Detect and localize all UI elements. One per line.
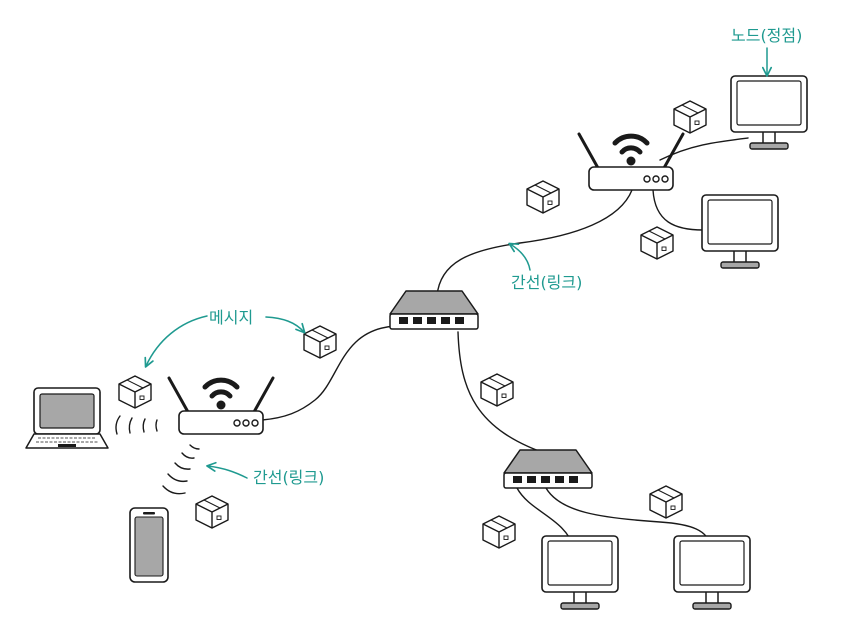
arrow-icon (206, 461, 248, 479)
packet-box-icon (480, 373, 514, 407)
monitor-icon (541, 535, 619, 610)
link-switch1-router-top (436, 189, 633, 297)
packet-box-icon (195, 495, 229, 529)
wifi-router-icon (579, 134, 683, 190)
wifi-signal-icon (115, 415, 158, 435)
link-switch1-router-left (261, 325, 396, 421)
smartphone-icon (129, 507, 169, 583)
network-switch-icon (503, 449, 593, 489)
wifi-router-icon (169, 378, 273, 434)
link-label-top: 간선(링크) (511, 273, 583, 292)
node-label: 노드(정점) (731, 26, 803, 45)
arrow-icon (508, 242, 531, 271)
packet-box-icon (482, 515, 516, 549)
message-label: 메시지 (209, 308, 254, 327)
arrow-icon (265, 316, 306, 334)
wifi-signal-icon (162, 444, 200, 495)
monitor-icon (701, 194, 779, 269)
link-router-top-monitor-2 (652, 189, 704, 231)
monitor-icon (673, 535, 751, 610)
link-switch1-switch2 (457, 331, 551, 456)
link-switch2-monitor-right (545, 487, 711, 549)
arrow-icon (144, 315, 208, 368)
laptop-icon (25, 387, 109, 449)
packet-box-icon (640, 226, 674, 260)
network-switch-icon (389, 290, 479, 330)
link-router-top-monitor-1 (659, 137, 749, 161)
packet-box-icon (303, 325, 337, 359)
packet-box-icon (526, 180, 560, 214)
packet-box-icon (673, 100, 707, 134)
packet-box-icon (649, 485, 683, 519)
links (261, 137, 749, 549)
link-label-bottom: 간선(링크) (253, 468, 325, 487)
packet-box-icon (118, 375, 152, 409)
